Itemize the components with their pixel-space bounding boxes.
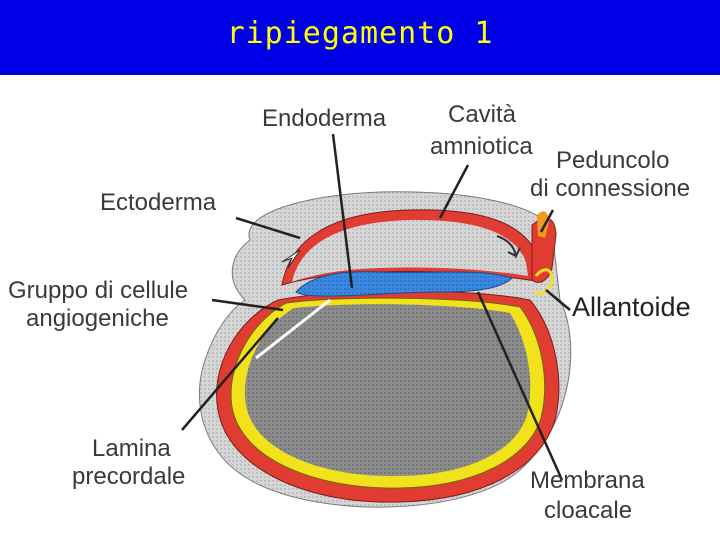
label-cavita-2: amniotica [430,133,533,160]
label-ectoderma: Ectoderma [100,189,217,216]
yolk-sac-cavity [244,304,531,477]
leader-allantoide [545,289,571,311]
label-lamina-1: Lamina [92,435,171,462]
fold-arrow-right [496,235,521,260]
leader-lines [181,133,571,481]
slide-title: ripiegamento 1 [226,16,494,51]
leader-lamina [181,317,279,431]
label-membrana-1: Membrana [530,467,645,494]
label-cavita-1: Cavità [448,101,517,128]
leader-peduncolo [539,209,555,233]
allantois [533,268,554,295]
leader-gruppo [211,298,284,312]
fold-arrow-left [281,249,301,269]
leader-cavita [438,164,470,219]
leader-membrana [476,291,564,481]
label-lamina-2: precordale [72,463,185,490]
label-endoderma: Endoderma [262,105,387,132]
label-membrana-2: cloacale [544,497,632,524]
label-peduncolo-2: di connessione [530,175,690,202]
label-gruppo-2: angiogeniche [26,305,169,332]
leader-endoderma [331,133,354,289]
amniotic-cavity [292,219,528,282]
title-bar [0,0,720,75]
label-allantoide: Allantoide [572,292,691,322]
leader-ectoderma [235,216,301,240]
prechordal-line [255,298,331,360]
label-peduncolo-1: Peduncolo [556,147,669,174]
label-gruppo-1: Gruppo di cellule [8,277,188,304]
